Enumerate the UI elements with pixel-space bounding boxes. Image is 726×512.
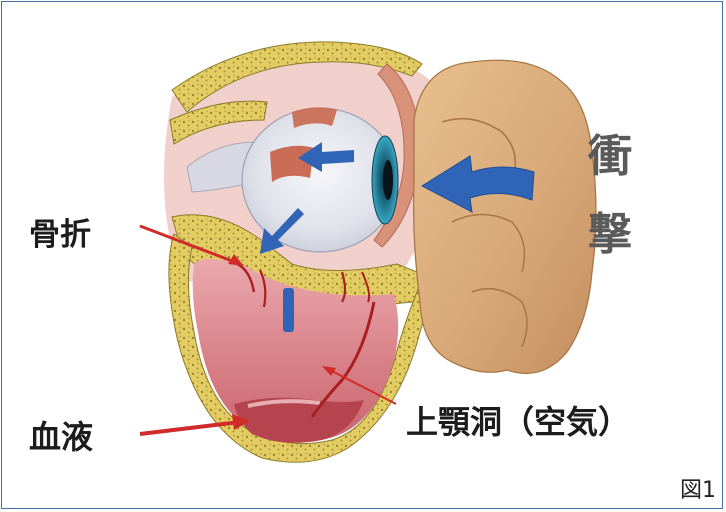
- impact-label-2: 撃: [588, 198, 632, 262]
- blood-label: 血液: [29, 412, 93, 458]
- pupil: [383, 160, 393, 200]
- floor-drop-arrow: [283, 288, 294, 332]
- maxillary-sinus-label: 上顎洞（空気）: [406, 397, 630, 443]
- fracture-label: 骨折: [29, 209, 91, 254]
- fist: [414, 60, 596, 373]
- figure-number: 図1: [680, 472, 716, 504]
- impact-label-1: 衝: [588, 120, 632, 184]
